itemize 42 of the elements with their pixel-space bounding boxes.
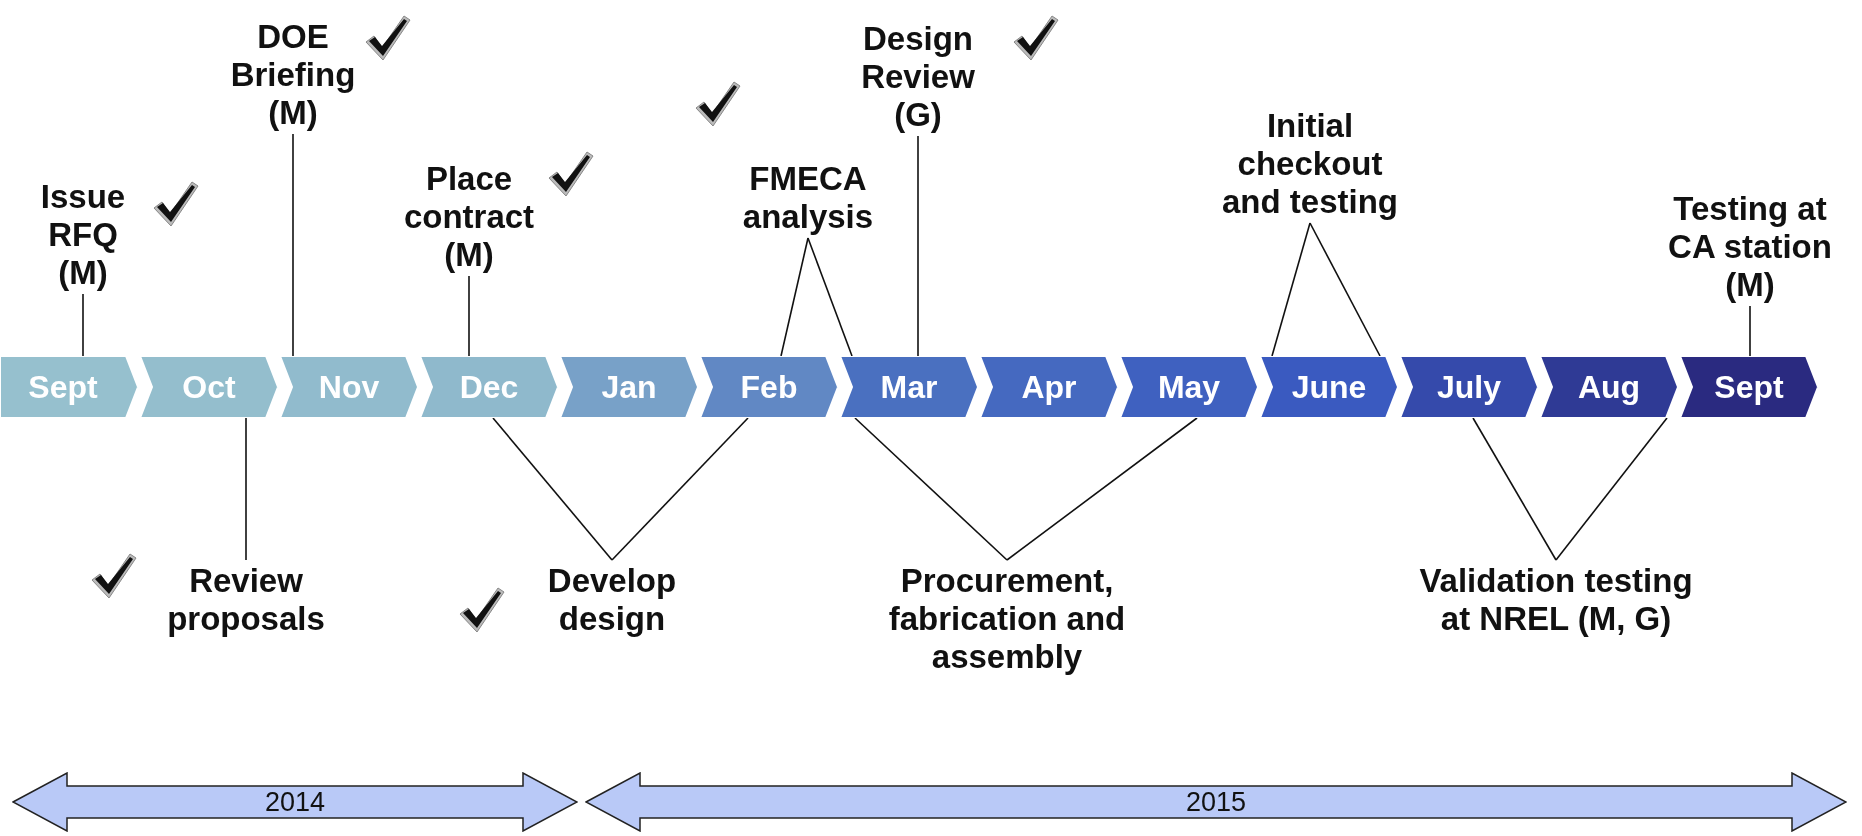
- month-timeline-segment: Oct: [140, 356, 278, 418]
- milestone-label: Place contract (M): [384, 160, 554, 274]
- leader-line: [468, 275, 470, 357]
- milestone-label: Review proposals: [151, 562, 341, 638]
- leader-line: [780, 237, 809, 357]
- month-timeline-segment: Dec: [420, 356, 558, 418]
- leader-line: [1271, 222, 1311, 357]
- month-timeline-segment: Aug: [1540, 356, 1678, 418]
- milestone-label: Design Review (G): [843, 20, 993, 134]
- milestone-label: Procurement, fabrication and assembly: [872, 562, 1142, 676]
- leader-line: [1472, 417, 1557, 561]
- year-span-arrow: 2015: [585, 772, 1847, 832]
- leader-line: [1309, 222, 1381, 357]
- leader-line: [854, 417, 1008, 561]
- leader-line: [292, 133, 294, 357]
- milestone-label: Testing at CA station (M): [1652, 190, 1848, 304]
- leader-line: [611, 417, 749, 561]
- leader-line: [807, 237, 853, 357]
- leader-line: [917, 135, 919, 357]
- milestone-label: DOE Briefing (M): [213, 18, 373, 132]
- month-timeline-segment: June: [1260, 356, 1398, 418]
- milestone-label: Initial checkout and testing: [1205, 107, 1415, 221]
- leader-line: [245, 417, 247, 561]
- leader-line: [1006, 417, 1198, 561]
- milestone-label: Issue RFQ (M): [33, 178, 133, 292]
- leader-line: [1555, 417, 1668, 561]
- month-timeline-segment: Sept: [0, 356, 138, 418]
- month-timeline-segment: Jan: [560, 356, 698, 418]
- milestone-label: FMECA analysis: [723, 160, 893, 236]
- month-timeline-segment: Apr: [980, 356, 1118, 418]
- month-timeline-segment: May: [1120, 356, 1258, 418]
- month-timeline-segment: July: [1400, 356, 1538, 418]
- leader-line: [82, 293, 84, 357]
- month-timeline-segment: Sept: [1680, 356, 1818, 418]
- milestone-label: Develop design: [527, 562, 697, 638]
- month-timeline-segment: Nov: [280, 356, 418, 418]
- leader-line: [1749, 305, 1751, 357]
- month-timeline-segment: Mar: [840, 356, 978, 418]
- year-span-arrow: 2014: [12, 772, 578, 832]
- leader-line: [492, 417, 613, 561]
- milestone-label: Validation testing at NREL (M, G): [1411, 562, 1701, 638]
- month-timeline-segment: Feb: [700, 356, 838, 418]
